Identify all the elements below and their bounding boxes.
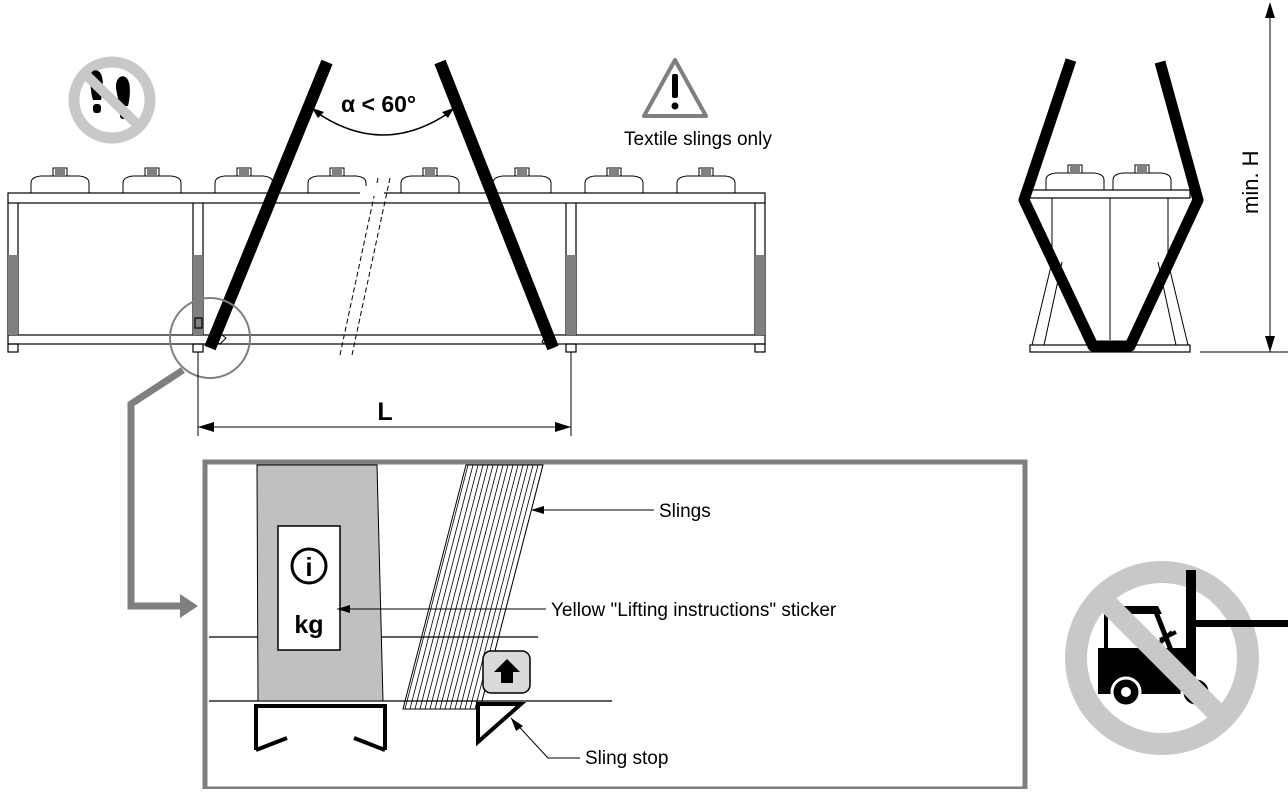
- angle-indicator: [312, 108, 454, 136]
- detail-magnifier: [169, 297, 251, 379]
- no-walking-icon: [68, 56, 156, 144]
- right-sling: [434, 59, 559, 351]
- fan-housing: [214, 167, 274, 194]
- sticker-info-text: i: [305, 552, 312, 582]
- fan-housing: [400, 167, 460, 194]
- length-label: L: [377, 398, 392, 426]
- fan-housing: [1112, 164, 1172, 191]
- warning-triangle-icon: [642, 58, 708, 118]
- height-dimension: [1200, 2, 1288, 353]
- detail-contents: i kg: [209, 464, 654, 759]
- warning-text: Textile slings only: [624, 129, 772, 150]
- left-sling: [204, 59, 333, 351]
- slings-label: Slings: [659, 501, 711, 522]
- fan-housing: [492, 167, 552, 194]
- end-view-sling: [1018, 58, 1204, 352]
- fan-housing: [122, 167, 182, 194]
- detail-pointer-arrow: [127, 367, 198, 618]
- fan-housing: [30, 167, 90, 194]
- no-forklift-icon: [1065, 561, 1288, 755]
- unit-end-view: [1029, 164, 1191, 353]
- lifting-sticker: [277, 525, 341, 651]
- fan-housing: [676, 167, 736, 194]
- height-label: min. H: [1238, 150, 1263, 214]
- fan-housing: [1045, 164, 1105, 191]
- sticker-weight-text: kg: [294, 611, 323, 639]
- unit-side-view: [7, 167, 766, 356]
- info-icon: [290, 547, 328, 585]
- sling-stop-shape: [476, 702, 527, 747]
- length-dimension: [197, 352, 572, 436]
- angle-label: α < 60°: [341, 91, 416, 117]
- fan-housing: [584, 167, 644, 194]
- fan-housing: [307, 167, 367, 194]
- sling-stop-label: Sling stop: [585, 748, 668, 769]
- sticker-label: Yellow "Lifting instructions" sticker: [551, 600, 837, 621]
